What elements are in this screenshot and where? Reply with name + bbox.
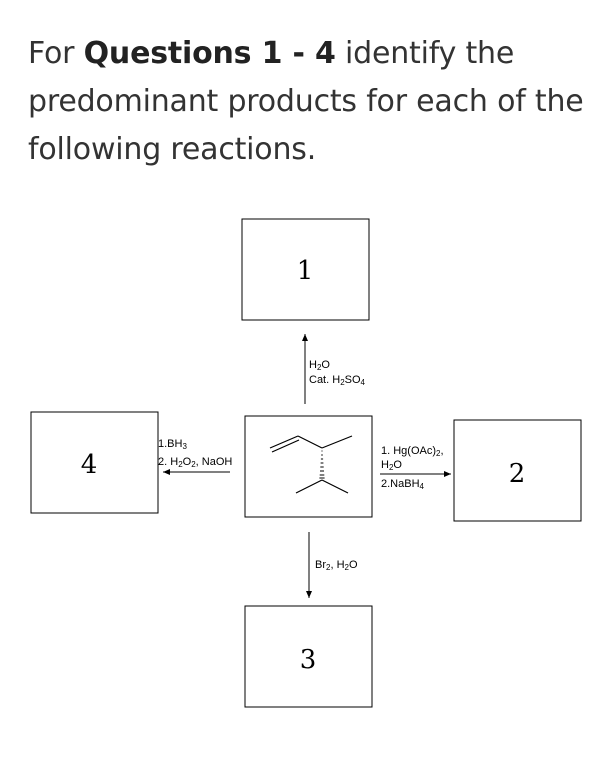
question-text: For Questions 1 - 4 identify the predomi… bbox=[28, 30, 588, 174]
top-conditions-line2: Cat. H2SO4 bbox=[309, 374, 366, 387]
question-bold: Questions 1 - 4 bbox=[83, 36, 336, 71]
left-conditions-line1: 1.BH3 bbox=[158, 438, 187, 451]
right-conditions-line2: H2O bbox=[381, 459, 402, 472]
answer-box-1: 1 bbox=[241, 218, 370, 321]
box-1-label: 1 bbox=[297, 256, 314, 286]
answer-box-3: 3 bbox=[244, 605, 373, 708]
box-2-label: 2 bbox=[509, 459, 526, 489]
box-4-label: 4 bbox=[81, 450, 98, 480]
box-3-label: 3 bbox=[300, 645, 317, 675]
answer-box-4: 4 bbox=[30, 411, 159, 514]
bottom-conditions-line1: Br2, H2O bbox=[315, 559, 358, 572]
hashed-wedge-bond bbox=[319, 450, 325, 479]
right-conditions-line3: 2.NaBH4 bbox=[381, 478, 425, 491]
right-conditions-line1: 1. Hg(OAc)2, bbox=[381, 445, 444, 458]
left-conditions-line2: 2. H2O2, NaOH bbox=[158, 456, 232, 469]
question-prefix: For bbox=[28, 36, 84, 71]
starting-material bbox=[244, 415, 373, 518]
alkene-structure bbox=[269, 435, 353, 494]
question-suffix: identify the predominant products for ea… bbox=[28, 36, 584, 167]
answer-box-2: 2 bbox=[453, 419, 582, 522]
top-conditions-line1: H2O bbox=[309, 359, 330, 372]
